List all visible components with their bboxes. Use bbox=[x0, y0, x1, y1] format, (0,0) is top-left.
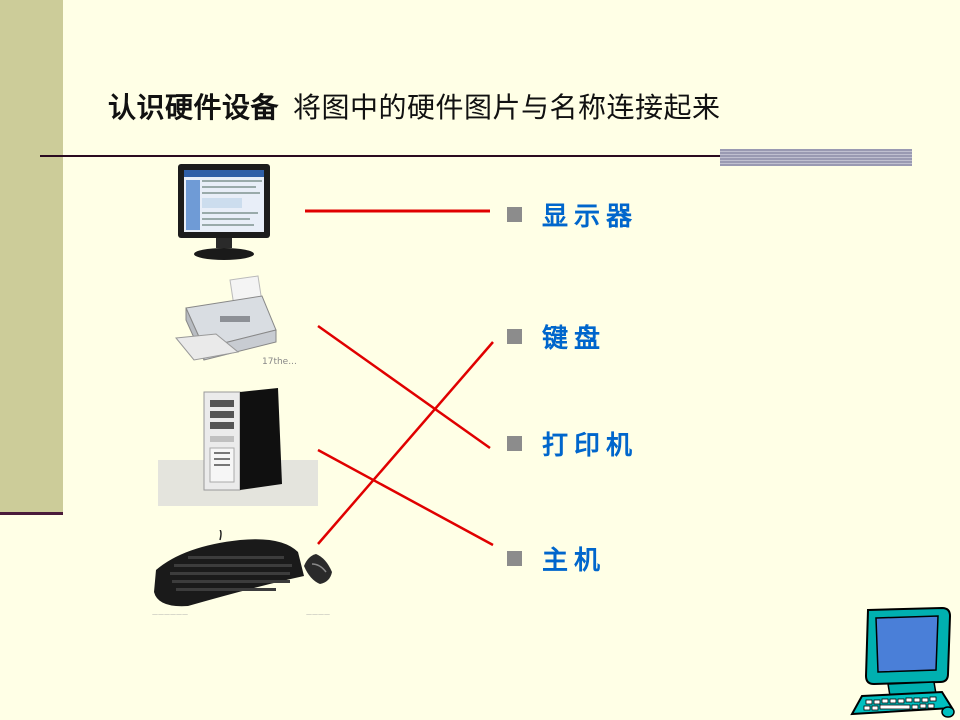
svg-text:————: ———— bbox=[306, 611, 330, 618]
label-display[interactable]: 显示器 bbox=[507, 196, 638, 233]
line-keyboard-to-keyboard-label bbox=[317, 341, 494, 545]
label-host[interactable]: 主机 bbox=[507, 540, 606, 577]
label-text: 键盘 bbox=[542, 324, 607, 354]
bullet-icon bbox=[507, 551, 522, 566]
computer-clipart-icon bbox=[850, 606, 955, 718]
bullet-icon bbox=[507, 329, 522, 344]
slide-title: 认识硬件设备将图中的硬件图片与名称连接起来 bbox=[108, 86, 721, 126]
title-instruction: 将图中的硬件图片与名称连接起来 bbox=[293, 91, 721, 124]
sidebar-stripe bbox=[0, 0, 63, 514]
printer-image[interactable]: 17the... bbox=[172, 272, 302, 368]
line-case-to-host-label bbox=[317, 448, 494, 547]
sidebar-underline bbox=[0, 512, 63, 515]
bullet-icon bbox=[507, 436, 522, 451]
label-text: 主机 bbox=[542, 546, 607, 576]
computer-case-image[interactable] bbox=[158, 388, 318, 506]
label-text: 显示器 bbox=[542, 202, 639, 232]
title-bold: 认识硬件设备 bbox=[108, 91, 280, 124]
svg-text:——————: —————— bbox=[152, 611, 188, 618]
bullet-icon bbox=[507, 207, 522, 222]
title-rule bbox=[40, 155, 912, 157]
label-text: 打印机 bbox=[542, 431, 639, 461]
svg-text:17the...: 17the... bbox=[262, 357, 297, 367]
keyboard-image[interactable]: —————— ———— bbox=[148, 530, 338, 618]
label-keyboard[interactable]: 键盘 bbox=[507, 318, 606, 355]
monitor-image[interactable] bbox=[172, 162, 276, 266]
label-printer[interactable]: 打印机 bbox=[507, 425, 638, 462]
line-printer-to-printer-label bbox=[317, 324, 491, 450]
title-rule-accent bbox=[720, 149, 912, 166]
